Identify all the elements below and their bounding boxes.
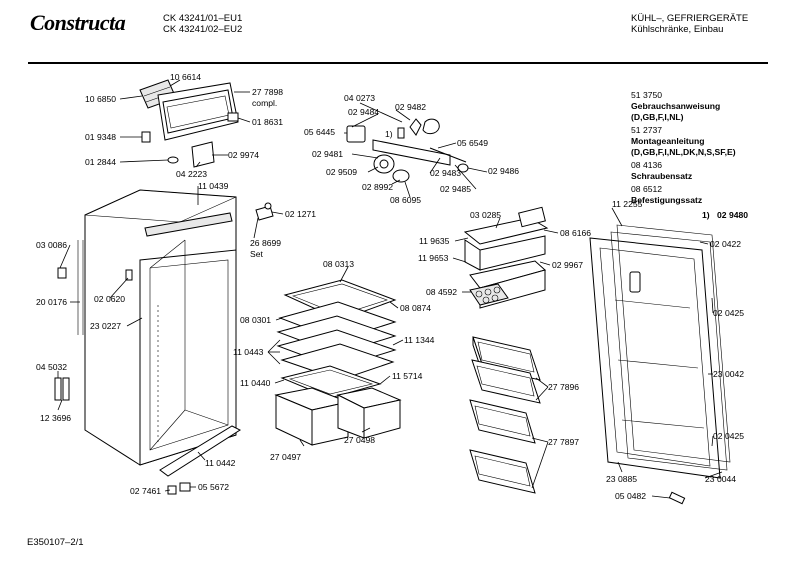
- part-label: 11 1344: [404, 335, 435, 345]
- accessory-number: 51 3750: [631, 90, 662, 100]
- part-label: Set: [250, 249, 264, 259]
- part-label: 05 6445: [304, 127, 335, 137]
- door-bins: [469, 336, 541, 494]
- subcategory-title: Kühlschränke, Einbau: [631, 24, 724, 35]
- part-label: 02 9967: [552, 260, 583, 270]
- part-label: 27 7897: [548, 437, 579, 447]
- leader-lines: [57, 79, 723, 499]
- part-label: 26 8699: [250, 238, 281, 248]
- document-code: E350107–2/1: [27, 537, 84, 548]
- part-label: 27 0498: [344, 435, 375, 445]
- part-label: 23 0044: [705, 474, 736, 484]
- part-label: 02 0620: [94, 294, 125, 304]
- freezer-compartment-parts: [139, 79, 274, 221]
- part-label: 23 0227: [90, 321, 121, 331]
- part-label: 08 0301: [240, 315, 271, 325]
- accessory-name: Befestigungssatz: [631, 195, 702, 205]
- cabinet-bottom-parts: [54, 267, 242, 495]
- part-label: 01 9348: [85, 132, 116, 142]
- brand-logo: Constructa: [30, 10, 126, 35]
- part-label: 05 5672: [198, 482, 229, 492]
- part-label: 11 2255: [612, 199, 643, 209]
- part-label: 11 0439: [198, 181, 229, 191]
- part-label: 05 0482: [615, 491, 646, 501]
- part-label: 23 0885: [606, 474, 637, 484]
- footnote-marker: 1): [702, 210, 710, 220]
- part-label: 11 5714: [392, 371, 423, 381]
- accessory-number: 08 4136: [631, 160, 662, 170]
- part-label: 11 9635: [419, 236, 450, 246]
- accessory-name: Schraubensatz: [631, 171, 692, 181]
- part-label: 03 0086: [36, 240, 67, 250]
- part-label: 02 1271: [285, 209, 316, 219]
- accessory-number: 51 2737: [631, 125, 662, 135]
- part-label: 1): [385, 129, 393, 139]
- part-label: 11 0442: [205, 458, 236, 468]
- part-label: 27 7898: [252, 87, 283, 97]
- part-label: 08 6166: [560, 228, 591, 238]
- part-label: 02 9509: [326, 167, 357, 177]
- part-label: 04 2223: [176, 169, 207, 179]
- accessory-langs: (D,GB,F,I,NL,DK,N,S,SF,E): [631, 147, 736, 157]
- part-label: 27 7896: [548, 382, 579, 392]
- part-label: 11 0440: [240, 378, 271, 388]
- part-label: 03 0285: [470, 210, 501, 220]
- thermostat-lamp-parts: [346, 118, 469, 183]
- part-labels: 10 6614 10 6850 27 7898 compl. 01 9348 0…: [36, 72, 744, 501]
- model-number-2: CK 43241/02–EU2: [163, 24, 243, 35]
- part-label: 02 8992: [362, 182, 393, 192]
- accessory-number: 08 6512: [631, 184, 662, 194]
- part-label: 08 6095: [390, 195, 421, 205]
- door-inner-parts: [463, 206, 549, 309]
- part-label: 02 0425: [713, 431, 744, 441]
- part-label: 02 9485: [440, 184, 471, 194]
- fridge-cabinet: [77, 189, 237, 466]
- part-label: 02 7461: [130, 486, 161, 496]
- part-label: 05 6549: [457, 138, 488, 148]
- category-title: KÜHL–, GEFRIERGERÄTE: [631, 13, 749, 24]
- part-label: 02 9483: [430, 168, 461, 178]
- accessory-langs: (D,GB,F,I,NL): [631, 112, 684, 122]
- part-label: 08 0313: [323, 259, 354, 269]
- part-label: 02 9482: [395, 102, 426, 112]
- part-label: 02 9484: [348, 107, 379, 117]
- accessory-name: Gebrauchsanweisung: [631, 101, 720, 111]
- door-assembly: [589, 224, 731, 505]
- part-label: 02 9486: [488, 166, 519, 176]
- part-label: 12 3696: [40, 413, 71, 423]
- part-label: 02 0425: [713, 308, 744, 318]
- footnote-part: 02 9480: [717, 210, 748, 220]
- part-label: 11 0443: [233, 347, 264, 357]
- model-number-1: CK 43241/01–EU1: [163, 13, 243, 24]
- part-label: 02 9974: [228, 150, 259, 160]
- part-label: 11 9653: [418, 253, 449, 263]
- part-label: 01 2844: [85, 157, 116, 167]
- accessory-list: 51 3750 Gebrauchsanweisung (D,GB,F,I,NL)…: [631, 90, 748, 220]
- header-rule: [28, 62, 768, 64]
- part-label: 01 8631: [252, 117, 283, 127]
- part-label: 08 0874: [400, 303, 431, 313]
- part-label: 23 0042: [713, 369, 744, 379]
- part-label: 27 0497: [270, 452, 301, 462]
- part-label: 02 0422: [710, 239, 741, 249]
- part-label: compl.: [252, 98, 277, 108]
- part-label: 04 5032: [36, 362, 67, 372]
- part-label: 08 4592: [426, 287, 457, 297]
- part-label: 10 6614: [170, 72, 201, 82]
- part-label: 10 6850: [85, 94, 116, 104]
- part-label: 02 9481: [312, 149, 343, 159]
- part-label: 04 0273: [344, 93, 375, 103]
- accessory-name: Montageanleitung: [631, 136, 705, 146]
- glass-shelves: [274, 279, 402, 446]
- part-label: 20 0176: [36, 297, 67, 307]
